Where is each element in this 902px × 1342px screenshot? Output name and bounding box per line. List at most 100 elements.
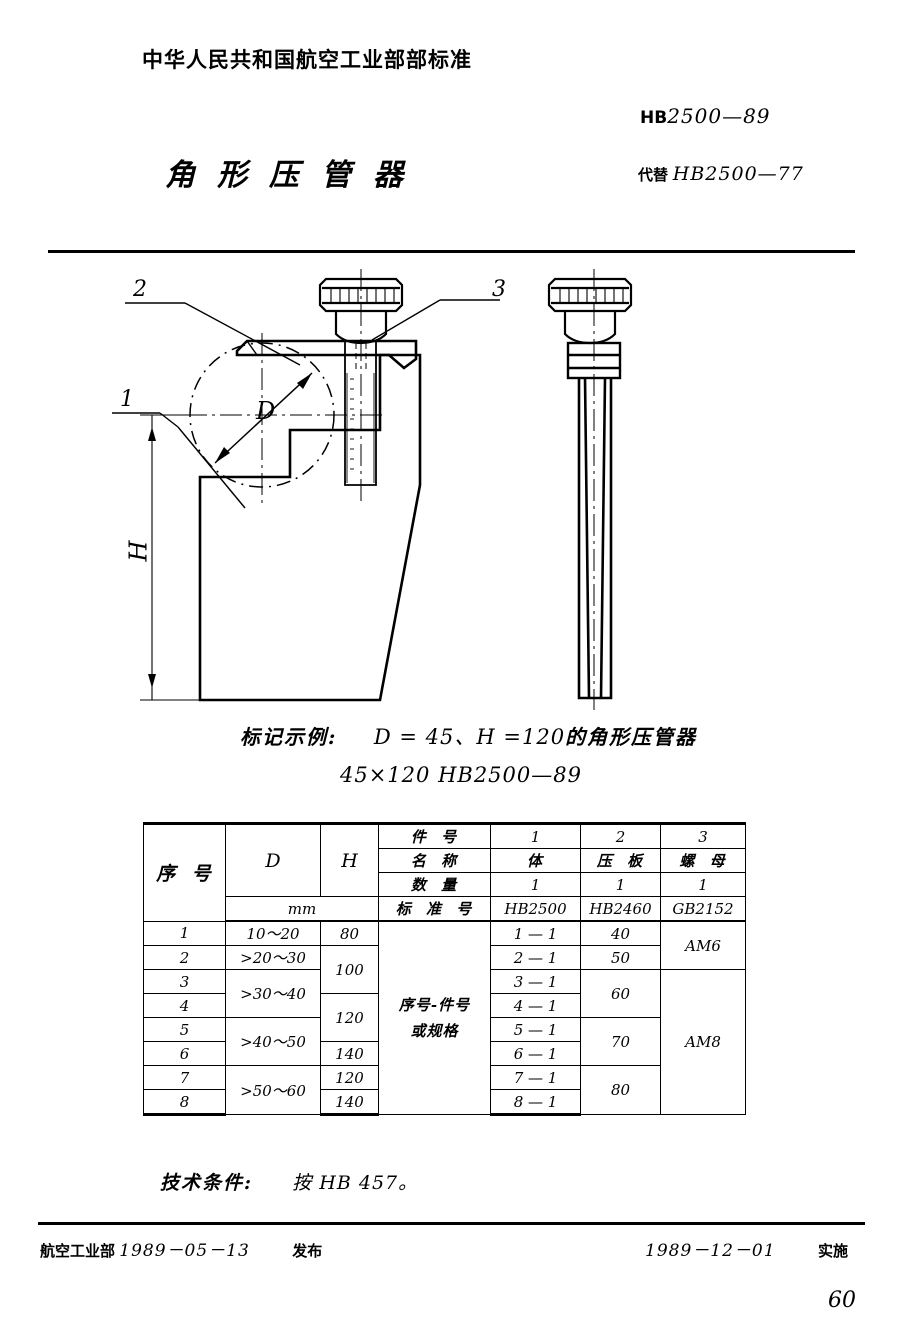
- body-outline: [198, 353, 422, 702]
- row-8-part1: 8 — 1: [490, 1089, 581, 1116]
- footer-effective-verb: 实施: [818, 1242, 849, 1260]
- part-3-number: 3: [660, 822, 746, 849]
- table-row: 6 140 6 — 1: [143, 1041, 746, 1066]
- dimension-label-h: H: [124, 540, 153, 562]
- knurl-ribs: [330, 288, 395, 303]
- table-row: 2 >20～30 100 2 — 1 50: [143, 945, 746, 994]
- row-3-seq: 3: [143, 969, 226, 994]
- technical-conditions-label: 技术条件:: [160, 1172, 254, 1194]
- screw-hidden-edges: [355, 343, 367, 370]
- marking-line-2: 45×120 HB2500—89: [240, 756, 697, 794]
- row-7-part1: 7 — 1: [490, 1065, 581, 1090]
- table-header-std-row: mm 标 准 号 HB2500 HB2460 GB2152: [144, 896, 746, 922]
- row-2-seq: 2: [143, 945, 226, 970]
- page-number: 60: [828, 1288, 856, 1313]
- marking-line-1: 标记示例: D = 45、H =120的角形压管器: [240, 718, 697, 756]
- row-1-part3: AM6: [660, 920, 746, 970]
- table-row: 7 >50～60 120 7 — 1 80: [143, 1065, 746, 1115]
- part-1-standard: HB2500: [490, 896, 581, 922]
- table-row: 3 >30～40 3 — 1 60 AM8: [143, 969, 746, 1115]
- row-4-seq: 4: [143, 993, 226, 1018]
- row-7-d: >50～60: [225, 1065, 321, 1115]
- side-view-body: [577, 377, 613, 700]
- row-1-d: 10～20: [225, 920, 321, 946]
- part-2-standard: HB2460: [580, 896, 661, 922]
- row-2-d: >20～30: [225, 945, 321, 970]
- row-3-part3: AM8: [660, 969, 746, 1115]
- middle-note-line-2: 或规格: [410, 1022, 459, 1040]
- footer-issue-date: 1989－05－13: [119, 1241, 250, 1261]
- marking-example: 标记示例: D = 45、H =120的角形压管器 45×120 HB2500—…: [240, 718, 697, 794]
- thread-hatch: [346, 373, 375, 483]
- table-header-name-row: 名 称 体 压 板 螺 母: [144, 848, 746, 873]
- header-d: D: [225, 822, 321, 897]
- row-5-part2: 70: [580, 1017, 661, 1066]
- row-1-part2: 40: [580, 920, 661, 946]
- side-view-knob: [547, 277, 633, 313]
- row-3-part2: 60: [580, 969, 661, 1018]
- marking-suffix: 的角形压管器: [565, 725, 698, 749]
- replaces-label: 代替: [638, 166, 669, 184]
- technical-drawing: 2 3 1 D H: [0, 255, 902, 715]
- side-view-collar: [563, 311, 617, 345]
- row-3-d: >30～40: [225, 969, 321, 1018]
- row-2-part2: 50: [580, 945, 661, 970]
- header-h: H: [320, 822, 379, 897]
- table-row: 8 140 8 — 1: [143, 1089, 746, 1116]
- header-name-label: 名 称: [378, 848, 491, 873]
- part-1-qty: 1: [490, 872, 581, 897]
- drawing-svg: [112, 269, 633, 710]
- diameter-arrow-d: [214, 372, 313, 464]
- page-title: 角形压管器: [165, 158, 425, 193]
- standard-prefix: HB: [640, 108, 668, 128]
- row-6-seq: 6: [143, 1041, 226, 1066]
- part-1-number: 1: [490, 822, 581, 849]
- leader-lines: [112, 299, 500, 509]
- row-6-h: 140: [320, 1041, 379, 1066]
- header-part-no-label: 件 号: [378, 822, 491, 849]
- row-8-h: 140: [320, 1089, 379, 1116]
- row-2-h: 100: [320, 945, 379, 994]
- standard-number-value: 2500—89: [667, 104, 771, 128]
- callout-1: 1: [120, 387, 134, 412]
- part-3-standard: GB2152: [660, 896, 746, 922]
- part-2-qty: 1: [580, 872, 661, 897]
- row-2-part1: 2 — 1: [490, 945, 581, 970]
- row-7-part2: 80: [580, 1065, 661, 1115]
- part-3-qty: 1: [660, 872, 746, 897]
- header-std-label: 标 准 号: [378, 896, 491, 922]
- marking-expression: D = 45、H =120: [373, 725, 566, 749]
- table-row: 5 >40～50 5 — 1 70: [143, 1017, 746, 1066]
- row-8-seq: 8: [143, 1089, 226, 1116]
- row-7-seq: 7: [143, 1065, 226, 1090]
- header-seq: 序 号: [143, 822, 226, 922]
- issuing-organization: 中华人民共和国航空工业部部标准: [142, 48, 472, 72]
- replaces-note: 代替 HB2500—77: [638, 163, 804, 186]
- dimension-label-d: D: [256, 397, 276, 425]
- footer-effective: 1989－12－01 实施: [645, 1236, 848, 1261]
- callout-2: 2: [133, 277, 147, 302]
- technical-conditions-value: 按 HB 457。: [292, 1172, 419, 1194]
- footer-issuer: 航空工业部: [40, 1242, 116, 1260]
- footer-divider-rule: [38, 1222, 865, 1225]
- middle-note-line-1: 序号-件号: [398, 996, 471, 1014]
- side-view-knurl-ribs: [559, 288, 624, 303]
- row-4-h: 120: [320, 993, 379, 1042]
- row-5-d: >40～50: [225, 1017, 321, 1066]
- unit-label: mm: [225, 896, 379, 922]
- h-dimension: [140, 414, 205, 701]
- row-4-part1: 4 — 1: [490, 993, 581, 1018]
- part-1-name: 体: [490, 848, 581, 873]
- row-5-part1: 5 — 1: [490, 1017, 581, 1042]
- table-row: 4 120 4 — 1: [143, 993, 746, 1042]
- marking-label: 标记示例:: [240, 725, 338, 749]
- standard-number: HB2500—89: [640, 104, 771, 129]
- middle-note-cell: 序号-件号 或规格: [378, 920, 491, 1115]
- header-divider-rule: [48, 250, 855, 253]
- body-saddle: [289, 429, 380, 477]
- footer-issue-verb: 发布: [292, 1242, 323, 1260]
- row-5-seq: 5: [143, 1017, 226, 1042]
- row-1-h: 80: [320, 920, 379, 946]
- press-plate-chamfer: [246, 340, 258, 356]
